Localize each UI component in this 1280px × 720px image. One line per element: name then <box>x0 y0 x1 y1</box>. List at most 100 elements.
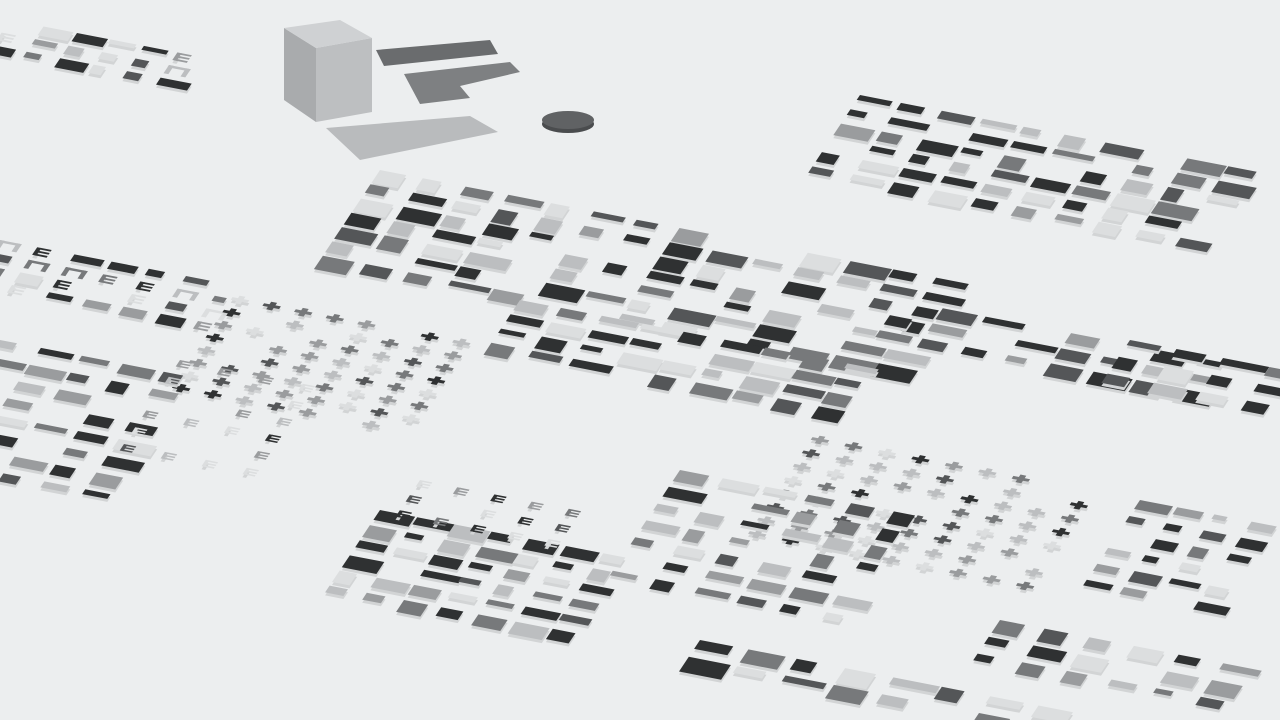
building-rect <box>985 696 1025 710</box>
building-cross <box>919 562 931 571</box>
building-e-shape <box>170 377 182 381</box>
building-e-shape <box>137 427 148 431</box>
building-rect <box>521 538 560 556</box>
building-e-shape <box>0 39 13 44</box>
building-rect <box>757 562 792 578</box>
building-rect <box>1071 185 1112 201</box>
building-rect <box>1120 179 1154 196</box>
building-rect <box>1107 679 1138 691</box>
building-cross <box>350 389 362 398</box>
building-e-shape <box>483 515 494 519</box>
building-e-shape <box>186 424 197 428</box>
building-rect <box>1159 186 1185 203</box>
building-rect <box>875 131 904 145</box>
building-cross <box>1004 548 1015 557</box>
building-e-shape <box>142 282 155 286</box>
building-rect <box>701 368 723 379</box>
building-u-shape <box>163 65 174 75</box>
building-e-shape <box>480 509 488 517</box>
building-rect <box>927 190 969 209</box>
building-rect <box>879 283 918 297</box>
building-rect <box>974 713 1011 720</box>
building-rect <box>447 592 478 603</box>
building-e-shape <box>418 485 429 489</box>
building-cross <box>439 363 450 373</box>
building-cross <box>872 462 884 471</box>
building-rect <box>81 299 112 312</box>
building-cross <box>207 390 219 399</box>
building-rect <box>101 455 146 473</box>
building-rect <box>1178 562 1202 573</box>
building-rect <box>558 613 593 626</box>
building-e-shape <box>554 523 563 532</box>
building-rect <box>915 139 959 158</box>
building-cross <box>365 420 377 430</box>
building-rect <box>63 45 85 57</box>
building-rect <box>395 206 443 227</box>
building-rect <box>681 528 706 544</box>
building-rect <box>520 606 562 621</box>
building-e-shape <box>456 492 467 496</box>
building-e-shape <box>293 401 304 405</box>
building-e-shape <box>200 321 213 326</box>
building-rect <box>840 340 887 357</box>
building-rect <box>849 174 886 186</box>
round-tank-top <box>542 111 594 129</box>
building-rect <box>863 545 888 560</box>
building-e-shape <box>253 451 262 459</box>
building-rect <box>1131 164 1154 177</box>
building-rect <box>402 272 433 287</box>
building-rect <box>1162 523 1183 533</box>
building-rect <box>1127 571 1164 587</box>
building-rect <box>870 363 918 384</box>
building-rect <box>717 478 760 494</box>
building-cross <box>342 401 354 411</box>
building-e-shape <box>169 379 180 384</box>
building-e-shape <box>163 457 174 461</box>
building-rect <box>1134 500 1174 516</box>
building-rect <box>630 537 655 548</box>
building-rect <box>1153 688 1174 697</box>
building-rect <box>935 308 979 327</box>
tall-tower-side <box>284 28 316 122</box>
building-cross <box>912 515 924 524</box>
building-e-shape <box>262 379 273 383</box>
building-e-shape <box>52 279 62 289</box>
building-e-shape <box>6 285 17 294</box>
building-rect <box>898 168 937 183</box>
building-rect <box>0 46 17 58</box>
building-e-shape <box>230 426 241 430</box>
building-u-shape <box>60 267 71 277</box>
building-cross <box>955 508 966 518</box>
building-rect <box>1101 207 1129 223</box>
building-rect <box>732 666 767 679</box>
building-cross <box>359 376 370 386</box>
building-e-shape <box>165 455 176 459</box>
building-rect <box>1126 340 1162 352</box>
building-rect <box>1193 601 1231 616</box>
building-rect <box>130 58 150 69</box>
building-e-shape <box>130 427 139 435</box>
building-rect <box>640 520 681 536</box>
building-rect <box>887 182 920 198</box>
building-rect <box>752 324 797 344</box>
building-rect <box>652 256 689 275</box>
building-rect <box>211 295 227 304</box>
building-e-shape <box>398 515 409 520</box>
building-u-shape <box>0 240 5 249</box>
building-e-shape <box>550 539 561 543</box>
building-cross <box>430 376 442 385</box>
building-rect <box>1069 654 1110 673</box>
building-e-shape <box>228 429 239 433</box>
building-e-shape <box>175 59 188 63</box>
building-rect <box>694 640 734 656</box>
building-cross <box>352 332 364 342</box>
building-rect <box>1168 578 1202 590</box>
building-e-shape <box>522 519 533 523</box>
building-rect <box>981 316 1026 330</box>
building-rect <box>672 545 706 559</box>
building-rect <box>141 45 169 55</box>
building-rect <box>458 577 482 586</box>
building-e-shape <box>258 454 269 458</box>
building-e-shape <box>510 537 521 541</box>
